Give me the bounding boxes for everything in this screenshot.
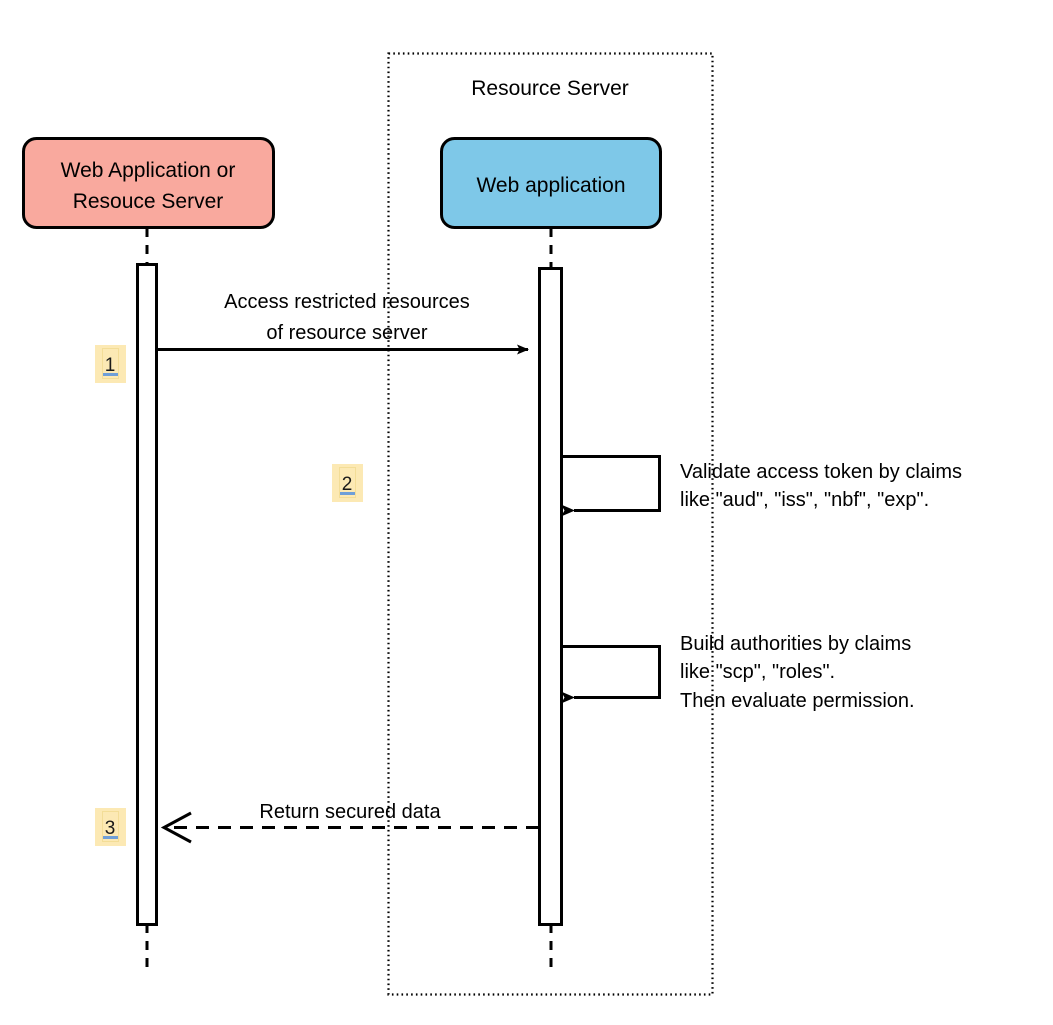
message-3-self-call-arrow (561, 645, 661, 704)
step-badge-2-inner-border (339, 467, 356, 498)
message-2-note-line2: like "aud", "iss", "nbf", "exp". (680, 489, 929, 511)
message-1-label-line1: Access restricted resources (224, 291, 470, 313)
activation-bar-client (136, 263, 158, 926)
participant-label-client-line2: Resouce Server (73, 190, 224, 213)
activation-bar-webapp (538, 267, 563, 926)
message-2-note-line1: Validate access token by claims (680, 461, 962, 483)
message-3-note-line2: like "scp", "roles". (680, 661, 835, 683)
frame-title: Resource Server (471, 77, 629, 100)
step-badge-2: 2 (332, 464, 363, 502)
step-badge-1: 1 (95, 345, 126, 383)
step-badge-3-underline (103, 836, 118, 839)
step-badge-2-number: 2 (342, 474, 353, 495)
step-badge-1-number: 1 (105, 355, 116, 376)
resource-server-frame (387, 52, 714, 996)
participant-label-client-line1: Web Application or (61, 159, 236, 182)
participant-box-client (22, 137, 275, 229)
participant-label-webapp: Web application (476, 174, 625, 197)
step-badge-1-underline (103, 373, 118, 376)
step-badge-2-bg (332, 464, 363, 502)
step-badge-3-inner-border (102, 811, 119, 842)
step-badge-1-bg (95, 345, 126, 383)
message-1-label-line2: of resource server (266, 322, 428, 344)
step-badge-3-number: 3 (105, 818, 116, 839)
message-3-note-line1: Build authorities by claims (680, 633, 911, 655)
step-badge-2-underline (340, 492, 355, 495)
message-3-note-line3: Then evaluate permission. (680, 690, 915, 712)
step-badge-3-bg (95, 808, 126, 846)
step-badge-3: 3 (95, 808, 126, 846)
message-4-open-arrowhead (160, 811, 192, 844)
step-badge-1-inner-border (102, 348, 119, 379)
message-2-self-call-arrow (561, 455, 661, 517)
participant-box-webapp (440, 137, 662, 229)
message-4-label: Return secured data (259, 801, 441, 823)
